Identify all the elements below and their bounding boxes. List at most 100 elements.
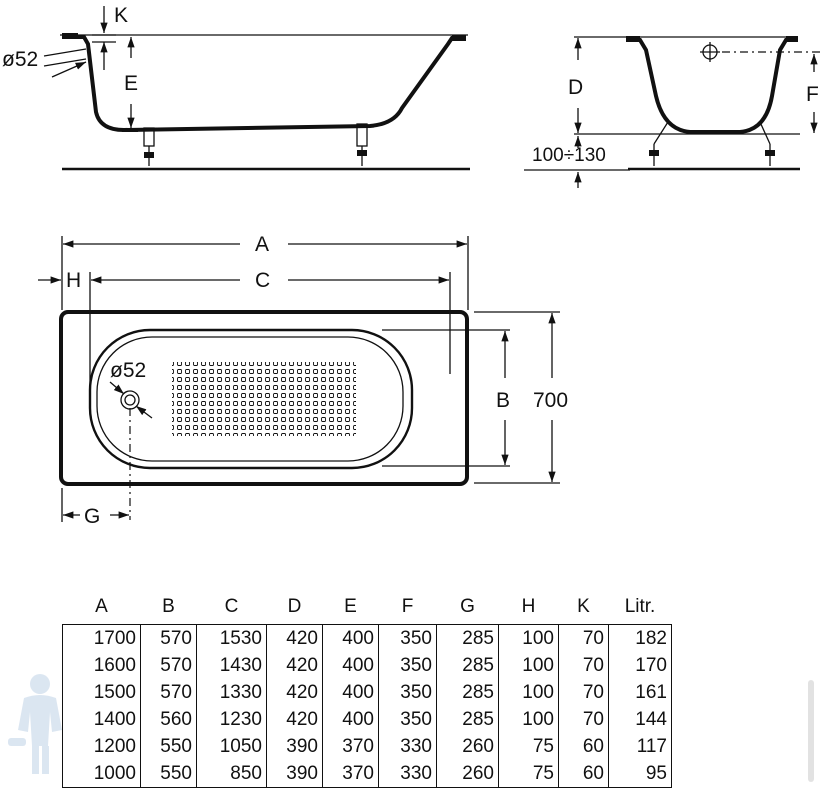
table-cell: 1330 xyxy=(196,679,267,706)
side-watermark-icon xyxy=(808,680,814,782)
table-cell: 161 xyxy=(608,679,672,706)
table-cell: 75 xyxy=(498,760,559,788)
table-cell: 60 xyxy=(558,760,609,788)
table-cell: 1200 xyxy=(62,733,141,760)
table-cell: 420 xyxy=(266,706,323,733)
table-cell: 1000 xyxy=(62,760,141,788)
plan-view: A C H ø52 B 700 xyxy=(38,233,568,528)
table-cell: 117 xyxy=(608,733,672,760)
table-cell: 400 xyxy=(322,679,379,706)
table-cell: 285 xyxy=(436,706,499,733)
table-cell: 285 xyxy=(436,624,499,652)
table-cell: 182 xyxy=(608,624,672,652)
table-header-7: H xyxy=(521,596,536,617)
table-cell: 75 xyxy=(498,733,559,760)
table-cell: 1400 xyxy=(62,706,141,733)
table-cell: 400 xyxy=(322,652,379,679)
table-cell: 420 xyxy=(266,624,323,652)
table-cell: 285 xyxy=(436,679,499,706)
label-b: B xyxy=(496,389,510,412)
table-header-8: K xyxy=(577,596,590,617)
tub-inner-basin xyxy=(88,328,414,470)
label-f: F xyxy=(806,83,819,106)
label-d: D xyxy=(568,76,583,99)
table-cell: 100 xyxy=(498,706,559,733)
label-feet-height: 100÷130 xyxy=(532,145,606,166)
label-h: H xyxy=(66,269,81,292)
table-cell: 100 xyxy=(498,624,559,652)
table-cell: 260 xyxy=(436,733,499,760)
table-cell: 70 xyxy=(558,624,609,652)
anti-slip-pattern xyxy=(172,362,356,436)
table-cell: 570 xyxy=(140,652,197,679)
label-d52-top: ø52 xyxy=(110,359,146,382)
table-cell: 420 xyxy=(266,679,323,706)
tub-profile-side xyxy=(70,35,466,133)
table-cell: 350 xyxy=(378,679,437,706)
table-cell: 570 xyxy=(140,624,197,652)
table-cell: 370 xyxy=(322,760,379,788)
label-width-700: 700 xyxy=(533,389,568,412)
table-cell: 330 xyxy=(378,760,437,788)
table-header-6: G xyxy=(460,596,475,617)
table-cell: 1700 xyxy=(62,624,141,652)
table-cell: 400 xyxy=(322,706,379,733)
tub-outer-rim xyxy=(59,310,469,486)
table-cell: 60 xyxy=(558,733,609,760)
table-cell: 260 xyxy=(436,760,499,788)
table-cell: 100 xyxy=(498,679,559,706)
leg-right-side xyxy=(356,123,368,166)
table-cell: 285 xyxy=(436,652,499,679)
table-cell: 170 xyxy=(608,652,672,679)
table-cell: 144 xyxy=(608,706,672,733)
table-header-1: B xyxy=(162,596,175,617)
table-cell: 550 xyxy=(140,760,197,788)
table-cell: 1500 xyxy=(62,679,141,706)
table-cell: 370 xyxy=(322,733,379,760)
table-cell: 1600 xyxy=(62,652,141,679)
tub-profile-end xyxy=(630,38,796,134)
table-cell: 350 xyxy=(378,652,437,679)
table-cell: 100 xyxy=(498,652,559,679)
table-header-3: D xyxy=(287,596,302,617)
table-cell: 400 xyxy=(322,624,379,652)
table-cell: 350 xyxy=(378,706,437,733)
leg-left-side xyxy=(143,127,155,166)
label-a: A xyxy=(255,233,269,256)
label-c: C xyxy=(255,269,270,292)
table-cell: 560 xyxy=(140,706,197,733)
table-cell: 570 xyxy=(140,679,197,706)
leg-right-end xyxy=(759,121,775,166)
table-cell: 390 xyxy=(266,733,323,760)
side-view: K E ø52 xyxy=(2,4,470,171)
leg-left-end xyxy=(649,121,669,166)
table-header-4: E xyxy=(344,596,357,617)
table-cell: 420 xyxy=(266,652,323,679)
table-header-2: C xyxy=(224,596,239,617)
label-k: K xyxy=(114,4,128,27)
table-cell: 1430 xyxy=(196,652,267,679)
label-d52-side: ø52 xyxy=(2,48,38,71)
table-header-0: A xyxy=(95,596,108,617)
table-cell: 350 xyxy=(378,624,437,652)
table-cell: 850 xyxy=(196,760,267,788)
table-cell: 70 xyxy=(558,679,609,706)
label-e: E xyxy=(124,72,138,95)
table-cell: 95 xyxy=(608,760,672,788)
table-cell: 1530 xyxy=(196,624,267,652)
end-view: D F 100÷130 xyxy=(524,36,822,188)
table-cell: 550 xyxy=(140,733,197,760)
table-header-5: F xyxy=(401,596,414,617)
table-cell: 1230 xyxy=(196,706,267,733)
table-cell: 390 xyxy=(266,760,323,788)
